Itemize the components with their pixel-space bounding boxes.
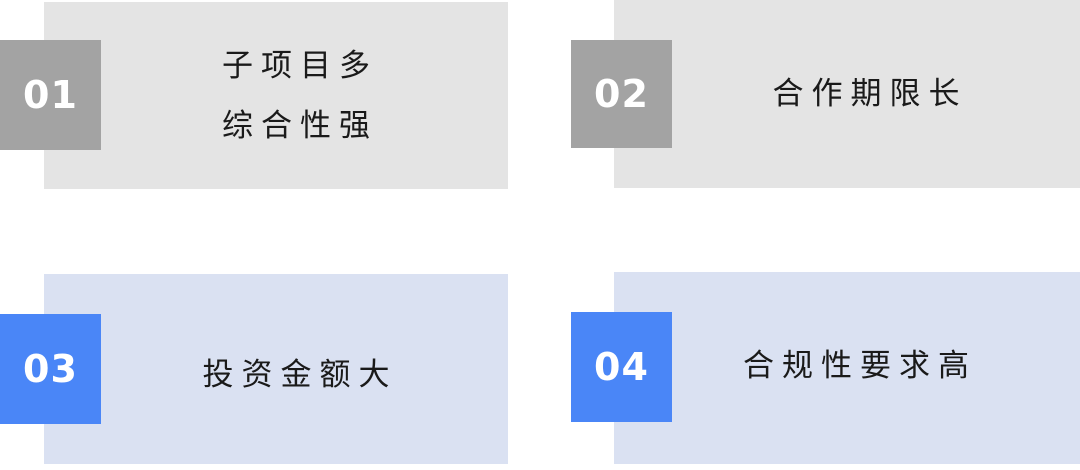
card-panel — [614, 0, 1080, 188]
card-panel — [44, 274, 508, 464]
card-text-line: 合规性要求高 — [743, 348, 977, 384]
card-number-badge: 01 — [0, 40, 101, 150]
card-text-line: 合作期限长 — [772, 76, 968, 112]
card-panel — [44, 2, 508, 189]
card-text-line: 投资金额大 — [202, 357, 398, 393]
card-text: 投资金额大 — [70, 280, 530, 470]
card-number-badge: 04 — [571, 312, 672, 422]
card-panel — [614, 272, 1080, 464]
card-text-line: 子项目多 — [222, 47, 378, 84]
card-text: 合规性要求高 — [640, 270, 1080, 462]
card-text: 合作期限长 — [640, 0, 1080, 188]
card-text-line: 综合性强 — [222, 107, 378, 144]
card-number-badge: 03 — [0, 314, 101, 424]
card-text: 子项目多 综合性强 — [70, 2, 530, 189]
card-number-badge: 02 — [571, 40, 672, 148]
